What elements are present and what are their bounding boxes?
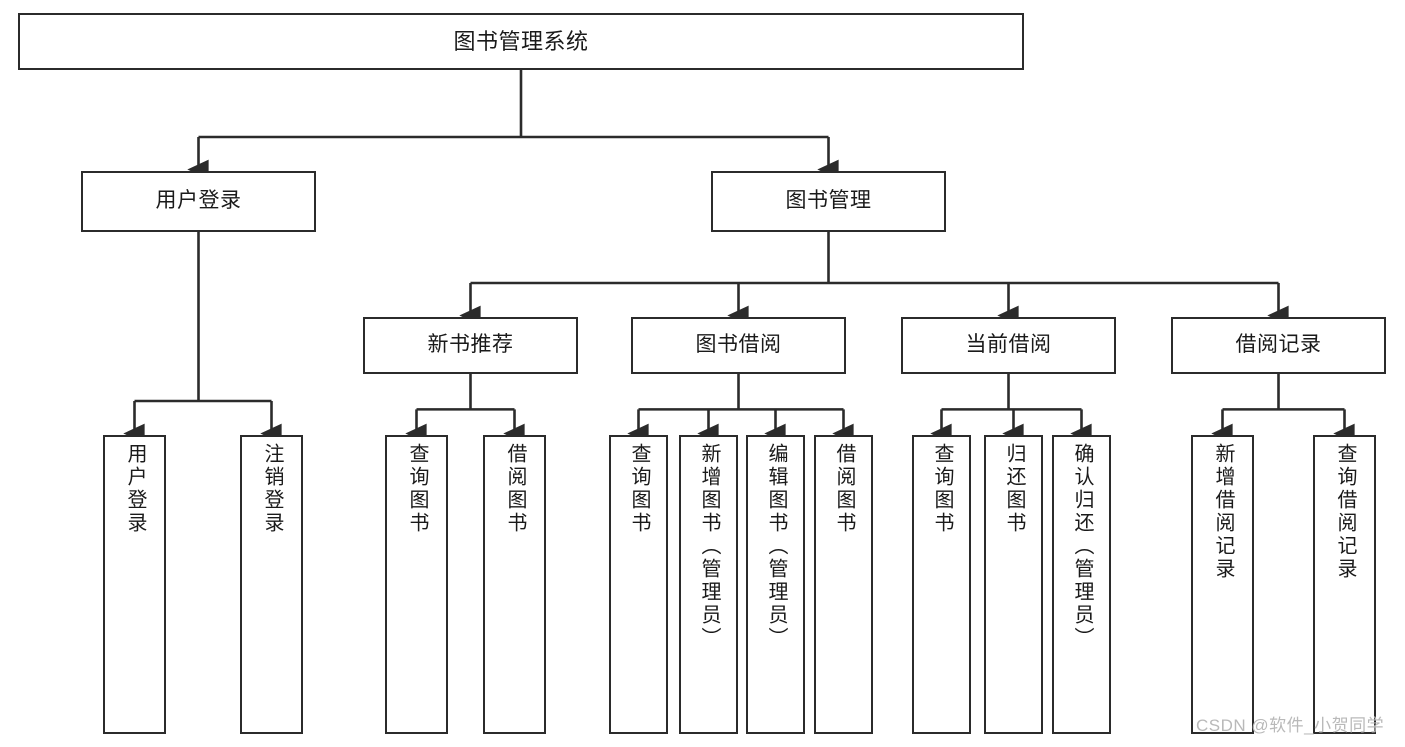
node-leaf-confirm-return[interactable]: 确认归还（管理员） — [1052, 435, 1111, 734]
node-label: 新增借阅记录 — [1212, 443, 1234, 581]
node-label: 借阅记录 — [1235, 333, 1322, 357]
node-leaf-borrow-book-b[interactable]: 借阅图书 — [814, 435, 873, 734]
node-leaf-borrow-book-a[interactable]: 借阅图书 — [483, 435, 546, 734]
node-current-borrowing[interactable]: 当前借阅 — [901, 317, 1116, 374]
node-leaf-add-borrow-record[interactable]: 新增借阅记录 — [1191, 435, 1254, 734]
node-borrowing-record[interactable]: 借阅记录 — [1171, 317, 1386, 374]
node-new-book-recommendation[interactable]: 新书推荐 — [363, 317, 578, 374]
node-label: 新书推荐 — [427, 333, 514, 357]
node-label: 查询图书 — [406, 443, 428, 535]
node-leaf-query-borrow-record[interactable]: 查询借阅记录 — [1313, 435, 1376, 734]
node-leaf-edit-book[interactable]: 编辑图书（管理员） — [746, 435, 805, 734]
node-user-login[interactable]: 用户登录 — [81, 171, 316, 232]
node-leaf-user-login[interactable]: 用户登录 — [103, 435, 166, 734]
node-label: 归还图书 — [1003, 443, 1025, 535]
node-leaf-query-book-b[interactable]: 查询图书 — [609, 435, 668, 734]
node-book-management[interactable]: 图书管理 — [711, 171, 946, 232]
node-label: 图书管理 — [785, 189, 872, 213]
node-label: 图书管理系统 — [453, 28, 589, 54]
node-label: 查询图书 — [931, 443, 953, 535]
node-label: 用户登录 — [155, 189, 242, 213]
node-label: 新增图书（管理员） — [698, 443, 720, 650]
node-label: 当前借阅 — [965, 333, 1052, 357]
node-label: 编辑图书（管理员） — [765, 443, 787, 650]
node-leaf-add-book[interactable]: 新增图书（管理员） — [679, 435, 738, 734]
node-label: 借阅图书 — [833, 443, 855, 535]
node-label: 查询图书 — [628, 443, 650, 535]
node-leaf-logout[interactable]: 注销登录 — [240, 435, 303, 734]
node-label: 用户登录 — [124, 443, 146, 535]
node-leaf-query-book-c[interactable]: 查询图书 — [912, 435, 971, 734]
node-label: 确认归还（管理员） — [1071, 443, 1093, 650]
watermark: CSDN @软件_小贺同学 — [1196, 716, 1385, 735]
node-root[interactable]: 图书管理系统 — [18, 13, 1024, 70]
node-book-borrowing[interactable]: 图书借阅 — [631, 317, 846, 374]
node-label: 查询借阅记录 — [1334, 443, 1356, 581]
node-label: 注销登录 — [261, 443, 283, 535]
node-label: 借阅图书 — [504, 443, 526, 535]
node-leaf-return-book[interactable]: 归还图书 — [984, 435, 1043, 734]
node-leaf-query-book-a[interactable]: 查询图书 — [385, 435, 448, 734]
node-label: 图书借阅 — [695, 333, 782, 357]
